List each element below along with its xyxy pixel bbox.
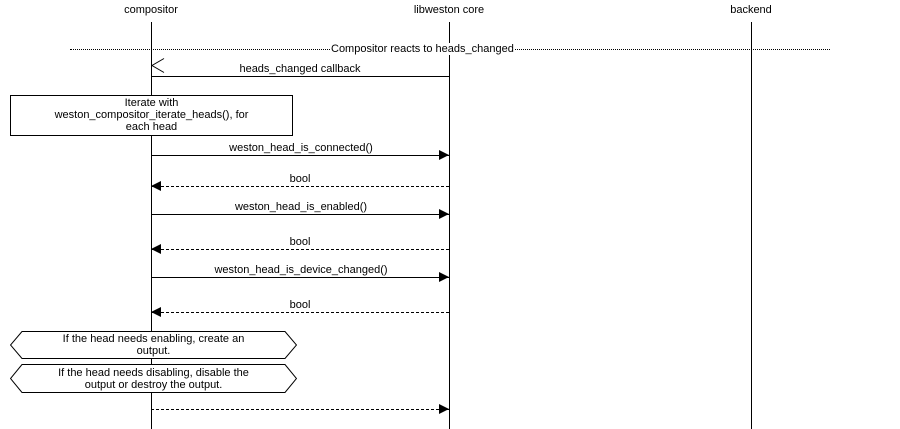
note-text-line2: weston_compositor_iterate_heads(), for	[54, 109, 249, 121]
message-line-5	[151, 277, 449, 278]
arrowhead-0	[151, 58, 165, 79]
divider-label: Compositor reacts to heads_changed	[330, 43, 515, 55]
message-label-3: weston_head_is_enabled()	[231, 201, 371, 213]
lifeline-backend	[751, 22, 752, 429]
message-line-0	[151, 76, 449, 77]
note-text-line1: Iterate with	[124, 97, 179, 109]
actor-label-compositor: compositor	[124, 4, 178, 16]
message-label-5: weston_head_is_device_changed()	[211, 264, 391, 276]
message-label-4: bool	[286, 236, 314, 248]
arrowhead-2	[151, 181, 161, 191]
message-label-1: weston_head_is_connected()	[226, 142, 376, 154]
arrowhead-3	[439, 209, 449, 219]
lifeline-libweston-core	[449, 22, 450, 429]
message-line-2	[151, 186, 449, 187]
note-text-line3: each head	[125, 121, 178, 133]
actor-label-backend: backend	[730, 4, 772, 16]
arrowhead-5	[439, 272, 449, 282]
actor-label-libweston-core: libweston core	[413, 4, 485, 16]
condition-text-line2: output or destroy the output.	[84, 378, 223, 391]
message-line-4	[151, 249, 449, 250]
message-line-1	[151, 155, 449, 156]
condition-text: If the head needs disabling, disable the…	[10, 364, 297, 393]
arrowhead-4	[151, 244, 161, 254]
message-label-2: bool	[286, 173, 314, 185]
message-label-0: heads_changed callback	[236, 63, 364, 75]
arrowhead-7	[439, 404, 449, 414]
message-line-6	[151, 312, 449, 313]
condition-text-line1: If the head needs enabling, create an	[62, 333, 245, 345]
condition-box: If the head needs disabling, disable the…	[10, 364, 297, 393]
arrowhead-6	[151, 307, 161, 317]
message-label-6: bool	[286, 299, 314, 311]
message-line-3	[151, 214, 449, 215]
condition-text-line1: If the head needs disabling, disable the	[58, 366, 249, 379]
condition-text-line2: output.	[136, 345, 171, 357]
arrowhead-1	[439, 150, 449, 160]
lifeline-compositor	[151, 22, 152, 429]
message-line-7	[151, 409, 449, 410]
